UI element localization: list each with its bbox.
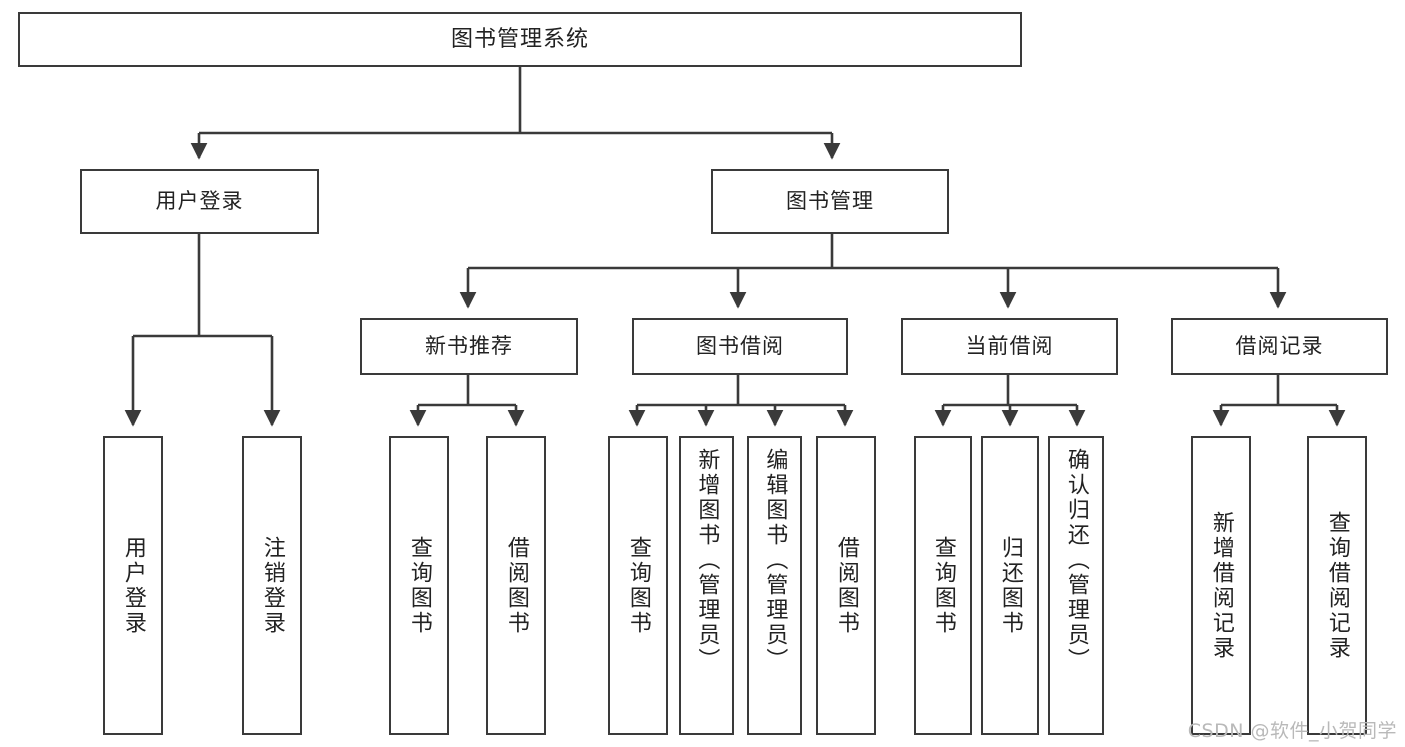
node-user-login[interactable]: 用户登录 bbox=[80, 169, 319, 234]
node-label: 编辑图书（管理员） bbox=[762, 448, 788, 673]
node-label: 查询借阅记录 bbox=[1324, 510, 1350, 661]
node-label: 新增借阅记录 bbox=[1208, 510, 1234, 661]
node-label: 归还图书 bbox=[997, 535, 1023, 636]
leaf-book-borrow-query[interactable]: 查询图书 bbox=[608, 436, 668, 735]
leaf-user-login-signin[interactable]: 用户登录 bbox=[103, 436, 163, 735]
leaf-new-book-query[interactable]: 查询图书 bbox=[389, 436, 449, 735]
leaf-current-borrow-query[interactable]: 查询图书 bbox=[914, 436, 972, 735]
node-label: 新增图书（管理员） bbox=[694, 448, 720, 673]
leaf-borrow-record-query[interactable]: 查询借阅记录 bbox=[1307, 436, 1367, 735]
node-label: 当前借阅 bbox=[965, 334, 1054, 359]
leaf-book-borrow-add[interactable]: 新增图书（管理员） bbox=[679, 436, 734, 735]
leaf-user-login-signout[interactable]: 注销登录 bbox=[242, 436, 302, 735]
node-label: 新书推荐 bbox=[425, 334, 513, 359]
csdn-watermark: CSDN @软件_小贺同学 bbox=[1187, 720, 1397, 742]
node-label: 图书管理系统 bbox=[450, 26, 589, 52]
node-label: 用户登录 bbox=[120, 535, 146, 636]
leaf-current-borrow-return[interactable]: 归还图书 bbox=[981, 436, 1039, 735]
node-label: 借阅图书 bbox=[503, 535, 529, 636]
leaf-borrow-record-add[interactable]: 新增借阅记录 bbox=[1191, 436, 1251, 735]
node-label: 用户登录 bbox=[155, 189, 244, 214]
node-label: 借阅图书 bbox=[833, 535, 859, 636]
leaf-book-borrow-borrow[interactable]: 借阅图书 bbox=[816, 436, 876, 735]
node-label: 查询图书 bbox=[406, 535, 432, 636]
node-book-management[interactable]: 图书管理 bbox=[711, 169, 949, 234]
leaf-new-book-borrow[interactable]: 借阅图书 bbox=[486, 436, 546, 735]
node-label: 确认归还（管理员） bbox=[1063, 448, 1089, 673]
node-borrow-record[interactable]: 借阅记录 bbox=[1171, 318, 1388, 375]
node-label: 注销登录 bbox=[259, 535, 285, 636]
leaf-book-borrow-edit[interactable]: 编辑图书（管理员） bbox=[747, 436, 802, 735]
node-new-book-recommend[interactable]: 新书推荐 bbox=[360, 318, 578, 375]
node-label: 借阅记录 bbox=[1235, 334, 1324, 359]
node-label: 查询图书 bbox=[625, 535, 651, 636]
node-label: 图书管理 bbox=[786, 189, 874, 214]
node-label: 图书借阅 bbox=[696, 334, 784, 359]
node-current-borrow[interactable]: 当前借阅 bbox=[901, 318, 1118, 375]
node-label: 查询图书 bbox=[930, 535, 956, 636]
node-root-system[interactable]: 图书管理系统 bbox=[18, 12, 1022, 67]
leaf-current-borrow-confirm-return[interactable]: 确认归还（管理员） bbox=[1048, 436, 1104, 735]
node-book-borrow[interactable]: 图书借阅 bbox=[632, 318, 848, 375]
